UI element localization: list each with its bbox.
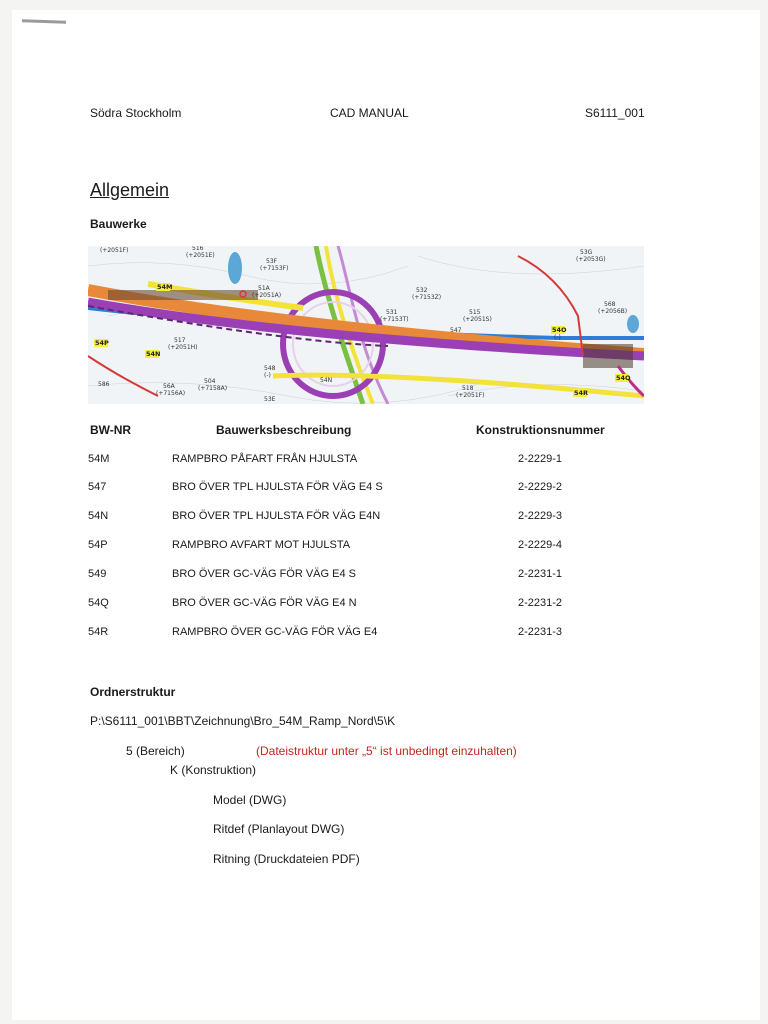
svg-text:(+2053G): (+2053G): [576, 256, 606, 263]
cell-construction-number: 2-2229-2: [518, 481, 563, 493]
svg-text:(-): (-): [554, 334, 561, 341]
svg-text:548: 548: [264, 365, 276, 372]
ramp-red-south: [88, 355, 159, 397]
cell-bw-nr: 547: [88, 481, 107, 493]
cell-bw-nr: 54M: [88, 453, 110, 465]
map-tag-54R: 54R: [574, 389, 588, 397]
cell-construction-number: 2-2231-1: [518, 568, 563, 580]
header-doc-number: S6111_001: [585, 106, 645, 120]
site-plan-drawing: 54M 54P 54N 54O 54Q 54R (+2051F) 516 (+2…: [88, 246, 644, 404]
map-tag-540: 54O: [552, 326, 567, 334]
svg-text:516: 516: [192, 246, 204, 252]
cell-description: BRO ÖVER GC-VÄG FÖR VÄG E4 N: [172, 597, 357, 609]
cell-bw-nr: 54Q: [88, 597, 109, 609]
cell-description: BRO ÖVER GC-VÄG FÖR VÄG E4 S: [172, 568, 356, 580]
cell-description: BRO ÖVER TPL HJULSTA FÖR VÄG E4 S: [172, 481, 383, 493]
roundabout: [280, 289, 386, 399]
section-title: Allgemein: [90, 180, 170, 200]
svg-text:504: 504: [204, 378, 216, 385]
folder-konstruktion: K (Konstruktion): [170, 763, 257, 777]
cell-construction-number: 2-2231-2: [518, 597, 563, 609]
pond-right: [627, 315, 639, 333]
cell-bw-nr: 54N: [88, 510, 109, 522]
col-header-description: Bauwerksbeschreibung: [216, 423, 352, 437]
table-row: 54R RAMPBRO ÖVER GC-VÄG FÖR VÄG E4 2-223…: [0, 626, 768, 642]
cell-bw-nr: 54R: [88, 626, 109, 638]
subsection-title: Bauwerke: [90, 217, 147, 231]
cell-bw-nr: 54P: [88, 539, 108, 551]
cell-description: RAMPBRO PÅFART FRÅN HJULSTA: [172, 453, 358, 465]
cell-description: RAMPBRO AVFART MOT HJULSTA: [172, 539, 351, 551]
svg-text:(+7156A): (+7156A): [156, 390, 185, 397]
table-row: 549 BRO ÖVER GC-VÄG FÖR VÄG E4 S 2-2231-…: [0, 568, 768, 584]
svg-text:51A: 51A: [258, 285, 271, 292]
folder-ritdef: Ritdef (Planlayout DWG): [213, 822, 345, 836]
cell-bw-nr: 549: [88, 568, 107, 580]
col-header-bw-nr: BW-NR: [90, 423, 132, 437]
header-project: Södra Stockholm: [90, 106, 182, 120]
table-row: 54N BRO ÖVER TPL HJULSTA FÖR VÄG E4N 2-2…: [0, 510, 768, 526]
svg-text:53E: 53E: [264, 396, 276, 403]
cell-description: BRO ÖVER TPL HJULSTA FÖR VÄG E4N: [172, 510, 381, 522]
svg-text:(+2051S): (+2051S): [463, 316, 492, 323]
svg-text:(+7153F): (+7153F): [260, 265, 288, 272]
svg-text:(+7158A): (+7158A): [198, 385, 227, 392]
svg-text:547: 547: [450, 327, 462, 334]
svg-text:518: 518: [462, 385, 474, 392]
pink-road-vertical: [336, 246, 390, 404]
table-row: 54M RAMPBRO PÅFART FRÅN HJULSTA 2-2229-1: [0, 453, 768, 469]
svg-text:(+7153T): (+7153T): [380, 316, 409, 323]
table-row: 54Q BRO ÖVER GC-VÄG FÖR VÄG E4 N 2-2231-…: [0, 597, 768, 613]
map-tag-54M: 54M: [157, 283, 173, 291]
pond-left: [228, 252, 242, 284]
svg-text:53G: 53G: [580, 249, 593, 256]
highway-purple: [88, 297, 644, 361]
ramp-red-east: [517, 255, 584, 357]
bridge-54Q-deck: [583, 344, 633, 368]
folder-bereich: 5 (Bereich): [126, 744, 185, 758]
svg-text:(+2051A): (+2051A): [252, 292, 281, 299]
svg-text:53F: 53F: [266, 258, 278, 265]
table-row: 54P RAMPBRO AVFART MOT HJULSTA 2-2229-4: [0, 539, 768, 555]
svg-text:(-): (-): [264, 372, 271, 379]
svg-text:586: 586: [98, 381, 110, 388]
col-header-construction-number: Konstruktionsnummer: [476, 423, 605, 437]
svg-text:515: 515: [469, 309, 481, 316]
svg-text:(+2056B): (+2056B): [598, 308, 627, 315]
svg-text:(+2051H): (+2051H): [168, 344, 198, 351]
svg-text:(+7153Z): (+7153Z): [412, 294, 441, 301]
svg-text:531: 531: [386, 309, 398, 316]
folder-path: P:\S6111_001\BBT\Zeichnung\Bro_54M_Ramp_…: [90, 714, 396, 728]
svg-text:(+2051E): (+2051E): [186, 252, 215, 259]
document-page: [12, 10, 760, 1020]
table-row: 547 BRO ÖVER TPL HJULSTA FÖR VÄG E4 S 2-…: [0, 481, 768, 497]
folder-ritning: Ritning (Druckdateien PDF): [213, 852, 360, 866]
folder-structure-title: Ordnerstruktur: [90, 685, 176, 699]
folder-model: Model (DWG): [213, 793, 287, 807]
bridge-54M-deck: [108, 290, 258, 300]
map-tag-54N: 54N: [146, 350, 161, 358]
map-tag-54Q: 54Q: [616, 374, 631, 382]
svg-text:517: 517: [174, 337, 186, 344]
map-tag-54P: 54P: [95, 339, 109, 347]
svg-text:(+2051F): (+2051F): [100, 247, 128, 254]
svg-text:568: 568: [604, 301, 616, 308]
svg-text:54N: 54N: [320, 377, 332, 384]
svg-text:56A: 56A: [163, 383, 176, 390]
folder-warning-note: (Dateistruktur unter „5“ ist unbedingt e…: [256, 744, 517, 758]
svg-text:(+2051F): (+2051F): [456, 392, 484, 399]
cell-construction-number: 2-2231-3: [518, 626, 563, 638]
cell-construction-number: 2-2229-4: [518, 539, 563, 551]
cell-description: RAMPBRO ÖVER GC-VÄG FÖR VÄG E4: [172, 626, 378, 638]
header-title: CAD MANUAL: [330, 106, 409, 120]
cell-construction-number: 2-2229-3: [518, 510, 563, 522]
site-plan-image: 54M 54P 54N 54O 54Q 54R (+2051F) 516 (+2…: [88, 246, 644, 404]
svg-text:532: 532: [416, 287, 428, 294]
cell-construction-number: 2-2229-1: [518, 453, 563, 465]
